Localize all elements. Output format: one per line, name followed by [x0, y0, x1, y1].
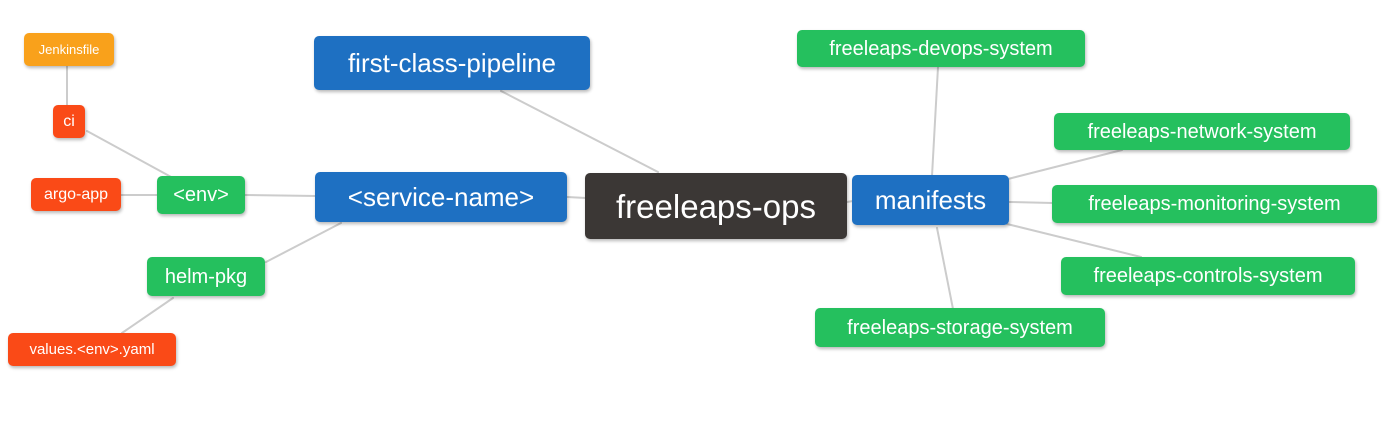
- edge-ci-env: [86, 130, 174, 179]
- node-storage-system[interactable]: freeleaps-storage-system: [815, 308, 1105, 347]
- edge-env-service-name: [244, 194, 318, 197]
- edge-service-name-root: [566, 196, 587, 199]
- edge-manifests-network: [1007, 149, 1123, 180]
- node-ci[interactable]: ci: [53, 105, 85, 138]
- node-monitoring-system[interactable]: freeleaps-monitoring-system: [1052, 185, 1377, 223]
- node-devops-system[interactable]: freeleaps-devops-system: [797, 30, 1085, 67]
- edge-manifests-controls: [1006, 223, 1142, 258]
- node-network-system[interactable]: freeleaps-network-system: [1054, 113, 1350, 150]
- node-first-class-pipeline[interactable]: first-class-pipeline: [314, 36, 590, 90]
- node-controls-system[interactable]: freeleaps-controls-system: [1061, 257, 1355, 295]
- node-root-freeleaps-ops[interactable]: freeleaps-ops: [585, 173, 847, 239]
- edge-values-helm-pkg: [121, 297, 174, 334]
- node-helm-pkg[interactable]: helm-pkg: [147, 257, 265, 296]
- edge-manifests-devops: [931, 66, 939, 177]
- edge-helm-pkg-service-name: [265, 222, 342, 263]
- node-env[interactable]: <env>: [157, 176, 245, 214]
- edge-manifests-storage: [936, 227, 954, 310]
- node-service-name[interactable]: <service-name>: [315, 172, 567, 222]
- node-argo-app[interactable]: argo-app: [31, 178, 121, 211]
- edge-manifests-monitoring: [1008, 201, 1054, 204]
- edge-pipeline-root: [500, 90, 659, 173]
- node-jenkinsfile[interactable]: Jenkinsfile: [24, 33, 114, 66]
- node-values-env-yaml[interactable]: values.<env>.yaml: [8, 333, 176, 366]
- node-manifests[interactable]: manifests: [852, 175, 1009, 225]
